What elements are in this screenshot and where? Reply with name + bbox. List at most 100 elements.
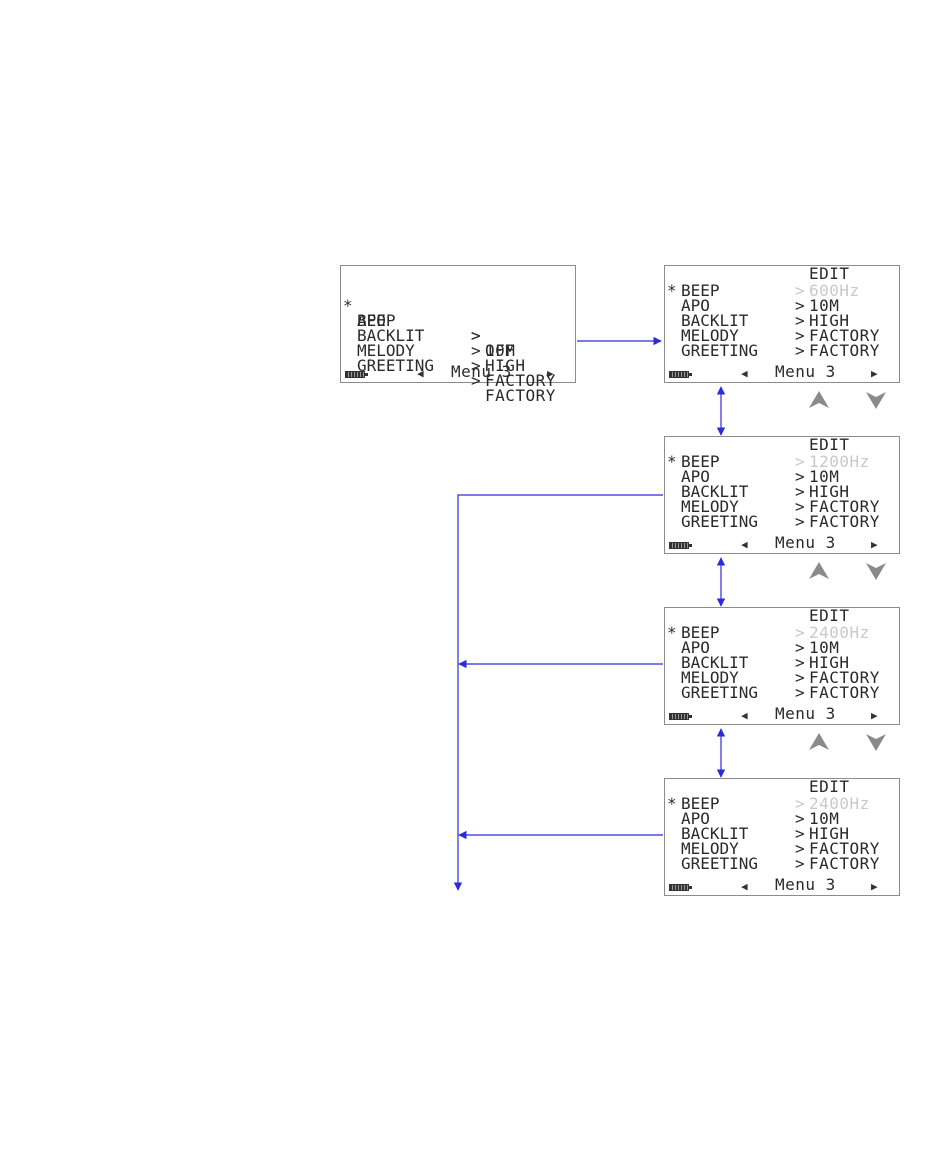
row-value: FACTORY — [809, 683, 880, 702]
selection-marker: * — [667, 281, 677, 300]
menu-label: Menu 3 — [451, 362, 512, 381]
row-label: MELODY — [681, 497, 739, 516]
triangle-left-icon: ◀ — [741, 538, 748, 551]
row-label: BACKLIT — [681, 653, 749, 672]
triangle-right-icon: ▶ — [871, 880, 878, 893]
selection-marker: * — [343, 296, 353, 315]
row-label: BEEP — [681, 623, 720, 642]
menu-row-beep: * BEEP > OFF — [343, 283, 515, 359]
row-label: GREETING — [681, 854, 759, 873]
row-value: HIGH — [809, 311, 850, 330]
chevron-right-icon: > — [795, 839, 805, 858]
down-triangle-icon[interactable] — [865, 732, 887, 752]
row-value: HIGH — [809, 653, 850, 672]
menu-label: Menu 3 — [775, 533, 836, 552]
row-label: MELODY — [681, 839, 739, 858]
row-value: FACTORY — [809, 341, 880, 360]
row-label: APO — [681, 296, 710, 315]
chevron-right-icon: > — [795, 452, 805, 471]
arrow-keys — [808, 390, 898, 412]
triangle-left-icon: ◀ — [741, 880, 748, 893]
menu-label: Menu 3 — [775, 704, 836, 723]
exit-path — [453, 494, 663, 891]
row-value: FACTORY — [809, 839, 880, 858]
chevron-right-icon: > — [471, 371, 481, 390]
row-value: 2400Hz — [809, 623, 870, 642]
edit-header: EDIT — [809, 606, 850, 625]
up-triangle-icon[interactable] — [808, 561, 830, 581]
row-label: GREETING — [681, 341, 759, 360]
edit-header: EDIT — [809, 777, 850, 796]
triangle-left-icon: ◀ — [417, 367, 424, 380]
chevron-right-icon: > — [795, 497, 805, 516]
lcd-footer: ◀Menu 3▶ — [665, 706, 899, 724]
down-triangle-icon[interactable] — [865, 390, 887, 410]
menu-row-apo: APO > 10M — [343, 298, 515, 359]
row-value: FACTORY — [485, 386, 556, 405]
chevron-right-icon: > — [795, 668, 805, 687]
row-label: BEEP — [681, 281, 720, 300]
triangle-left-icon: ◀ — [741, 367, 748, 380]
row-label: BEEP — [357, 311, 396, 330]
up-triangle-icon[interactable] — [808, 732, 830, 752]
chevron-right-icon: > — [795, 824, 805, 843]
menu-row-backlit: BACKLIT > HIGH — [343, 313, 525, 374]
triangle-right-icon: ▶ — [871, 538, 878, 551]
chevron-right-icon: > — [795, 326, 805, 345]
lcd-footer: ◀ Menu 3 ▶ — [665, 535, 899, 553]
arrow-keys — [808, 561, 898, 583]
battery-icon — [669, 542, 692, 549]
row-label: BACKLIT — [681, 824, 749, 843]
selection-marker: * — [667, 794, 677, 813]
row-label: APO — [681, 638, 710, 657]
chevron-right-icon: > — [795, 683, 805, 702]
row-label: GREETING — [681, 512, 759, 531]
row-value: HIGH — [485, 356, 526, 375]
row-value: HIGH — [809, 482, 850, 501]
chevron-right-icon: > — [795, 341, 805, 360]
row-value: 10M — [809, 296, 840, 315]
triangle-left-icon: ◀ — [741, 709, 748, 722]
chevron-right-icon: > — [795, 296, 805, 315]
row-value: 600Hz — [809, 281, 860, 300]
row-label: APO — [681, 809, 710, 828]
row-label: MELODY — [681, 326, 739, 345]
row-value: FACTORY — [809, 668, 880, 687]
row-label: APO — [681, 467, 710, 486]
chevron-right-icon: > — [795, 482, 805, 501]
row-value: 2400Hz — [809, 794, 870, 813]
row-value: 10M — [809, 467, 840, 486]
menu-row-melody: MELODY > FACTORY — [343, 328, 555, 389]
battery-icon — [669, 371, 692, 378]
chevron-right-icon: > — [795, 281, 805, 300]
triangle-right-icon: ▶ — [547, 367, 554, 380]
battery-icon — [669, 713, 692, 720]
row-label: GREETING — [357, 356, 435, 375]
edit-header: EDIT — [809, 264, 850, 283]
row-value: FACTORY — [809, 326, 880, 345]
row-label: MELODY — [681, 668, 739, 687]
up-triangle-icon[interactable] — [808, 390, 830, 410]
triangle-right-icon: ▶ — [871, 367, 878, 380]
lcd-main-screen: * BEEP > OFF APO > 10M BACKLIT > HIGH ME… — [340, 265, 576, 404]
row-value: 1200Hz — [809, 452, 870, 471]
chevron-right-icon: > — [795, 794, 805, 813]
row-value: 10M — [809, 638, 840, 657]
chevron-right-icon: > — [795, 311, 805, 330]
down-triangle-icon[interactable] — [865, 561, 887, 581]
selection-marker: * — [667, 623, 677, 642]
chevron-right-icon: > — [795, 467, 805, 486]
chevron-right-icon: > — [795, 854, 805, 873]
row-value: 10M — [485, 341, 516, 360]
battery-icon — [669, 884, 692, 891]
chevron-right-icon: > — [471, 326, 481, 345]
row-value: OFF — [485, 341, 516, 360]
row-label: BEEP — [681, 452, 720, 471]
lcd-footer: ◀Menu 3▶ — [665, 364, 899, 382]
chevron-right-icon: > — [795, 638, 805, 657]
